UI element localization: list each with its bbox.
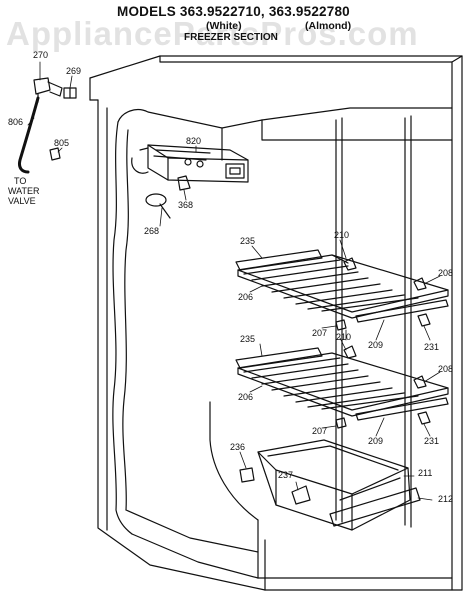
fill-cup [33, 77, 63, 103]
callout-207-upper: 207 [312, 328, 327, 338]
callout-208-upper: 208 [438, 268, 453, 278]
callout-211: 211 [418, 468, 432, 478]
water-label: WATER [8, 186, 40, 196]
bin-support [239, 467, 255, 483]
callout-210-mid: 210 [336, 332, 351, 342]
leader-lines [27, 61, 441, 501]
models-title: MODELS 363.9522710, 363.9522780 [117, 4, 350, 19]
valve-label: VALVE [8, 196, 36, 206]
callout-208-lower: 208 [438, 364, 453, 374]
shelf-support-210a [343, 257, 357, 271]
upper-shelf-trim [235, 249, 323, 271]
callout-235-lower: 235 [240, 334, 255, 344]
callout-209-upper: 209 [368, 340, 383, 350]
shelf-support-207a [335, 319, 347, 331]
callout-806: 806 [8, 117, 23, 127]
shelf-support-207b [335, 417, 347, 429]
shelf-support-208b [413, 375, 427, 389]
shelf-support-231b [417, 411, 431, 425]
callout-237: 237 [278, 470, 293, 480]
upper-shelf [237, 254, 449, 319]
shelf-support-231a [417, 313, 431, 327]
callout-269: 269 [66, 66, 81, 76]
callout-231-upper: 231 [424, 342, 439, 352]
upper-shelf-front-strip [355, 299, 449, 323]
callout-805: 805 [54, 138, 69, 148]
ice-bin-front [329, 487, 421, 527]
inner-liner [112, 109, 453, 579]
ice-bin [257, 439, 411, 531]
lower-shelf-front-strip [355, 397, 449, 421]
fastener [145, 193, 171, 219]
callout-368: 368 [178, 200, 193, 210]
callout-212: 212 [438, 494, 453, 504]
callout-236: 236 [230, 442, 245, 452]
ice-maker [131, 144, 249, 183]
bracket [177, 175, 191, 191]
cabinet-shell [89, 55, 463, 591]
color-white-label: (White) [206, 20, 242, 32]
callout-206-lower: 206 [238, 392, 253, 402]
clamp [49, 147, 61, 161]
bin-bracket [291, 485, 311, 505]
callout-235-upper: 235 [240, 236, 255, 246]
grommet [63, 87, 77, 99]
shelf-support-210b [343, 345, 357, 359]
callout-231-lower: 231 [424, 436, 439, 446]
water-tube [18, 96, 40, 174]
lower-shelf [237, 352, 449, 417]
lower-shelf-trim [235, 347, 323, 369]
color-almond-label: (Almond) [305, 20, 352, 32]
callout-210-upper: 210 [334, 230, 349, 240]
to-label: TO [14, 176, 26, 186]
liner-top-edge [261, 107, 453, 121]
callout-268: 268 [144, 226, 159, 236]
callout-207-lower: 207 [312, 426, 327, 436]
callout-270: 270 [33, 50, 48, 60]
section-title: FREEZER SECTION [184, 32, 278, 43]
callout-206-upper: 206 [238, 292, 253, 302]
watermark: AppliancePartsPros.com [6, 15, 419, 52]
callout-820: 820 [186, 136, 201, 146]
callout-209-lower: 209 [368, 436, 383, 446]
shelf-support-208a [413, 277, 427, 291]
